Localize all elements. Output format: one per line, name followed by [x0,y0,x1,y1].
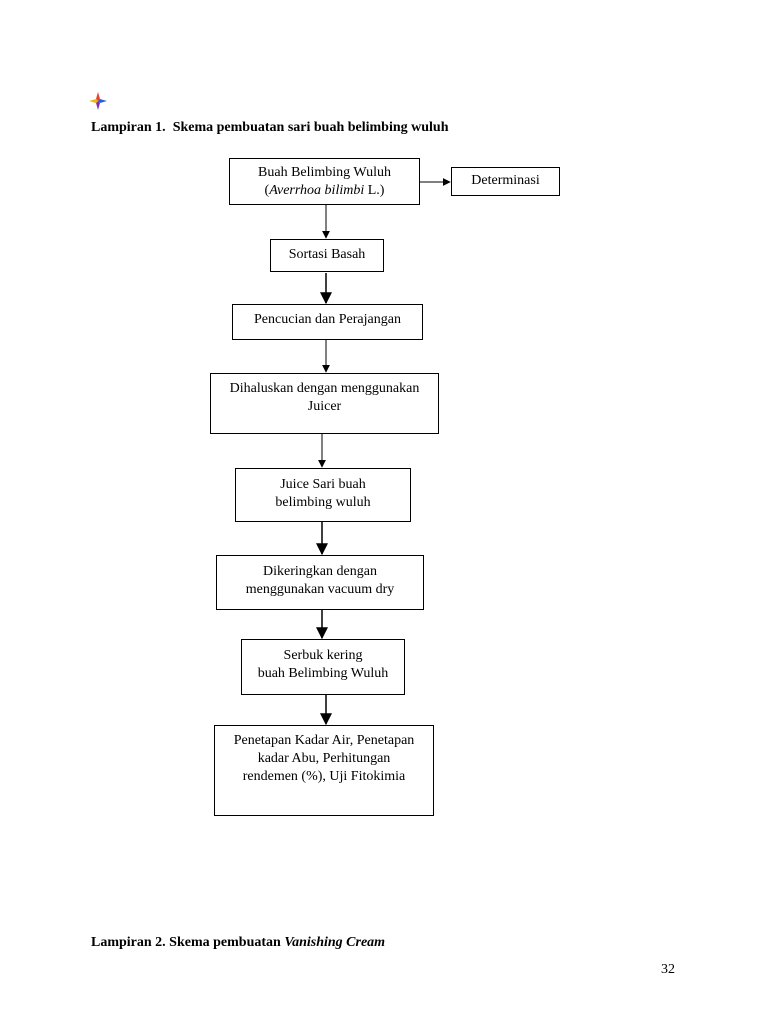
serbuk-line2: buah Belimbing Wuluh [257,666,389,681]
dikeringkan-line1: Dikeringkan dengan [263,564,377,579]
box-penetapan: Penetapan Kadar Air, Penetapan kadar Abu… [214,725,434,816]
serbuk-line1: Serbuk kering [283,648,363,663]
box-determinasi: Determinasi [451,167,560,196]
juice-line1: Juice Sari buah [280,477,366,492]
box1-line2: (Averrhoa bilimbi L.) [264,183,385,198]
box-pencucian: Pencucian dan Perajangan [232,304,423,340]
determinasi-label: Determinasi [471,173,540,188]
pencucian-label: Pencucian dan Perajangan [254,312,401,327]
penetapan-line2: kadar Abu, Perhitungan [257,751,391,766]
box-sortasi-basah: Sortasi Basah [270,239,384,272]
box-dikeringkan: Dikeringkan dengan menggunakan vacuum dr… [216,555,424,610]
heading2-prefix: Lampiran 2. Skema pembuatan [91,935,285,950]
dihaluskan-line1: Dihaluskan dengan menggunakan [229,381,420,396]
heading-lampiran-1: Lampiran 1. Skema pembuatan sari buah be… [91,120,449,136]
box-buah-belimbing-wuluh: Buah Belimbing Wuluh (Averrhoa bilimbi L… [229,158,420,205]
penetapan-line3: rendemen (%), Uji Fitokimia [242,769,406,784]
dihaluskan-line2: Juicer [307,399,342,414]
dikeringkan-line2: menggunakan vacuum dry [245,582,395,597]
heading2-italic: Vanishing Cream [284,935,386,950]
penetapan-line1: Penetapan Kadar Air, Penetapan [233,733,415,748]
box1-latin-name: Averrhoa bilimbi [269,183,365,198]
box-juice-sari-buah: Juice Sari buah belimbing wuluh [235,468,411,522]
sortasi-label: Sortasi Basah [288,247,366,262]
juice-line2: belimbing wuluh [275,495,371,510]
box1-line1: Buah Belimbing Wuluh [258,165,391,180]
page-number: 32 [661,962,675,977]
box-dihaluskan: Dihaluskan dengan menggunakan Juicer [210,373,439,434]
four-point-star-icon [89,92,107,110]
box-serbuk-kering: Serbuk kering buah Belimbing Wuluh [241,639,405,695]
heading-lampiran-2: Lampiran 2. Skema pembuatan Vanishing Cr… [91,935,385,951]
heading-title: Skema pembuatan sari buah belimbing wulu… [172,120,449,135]
heading-label: Lampiran 1. [91,120,166,135]
